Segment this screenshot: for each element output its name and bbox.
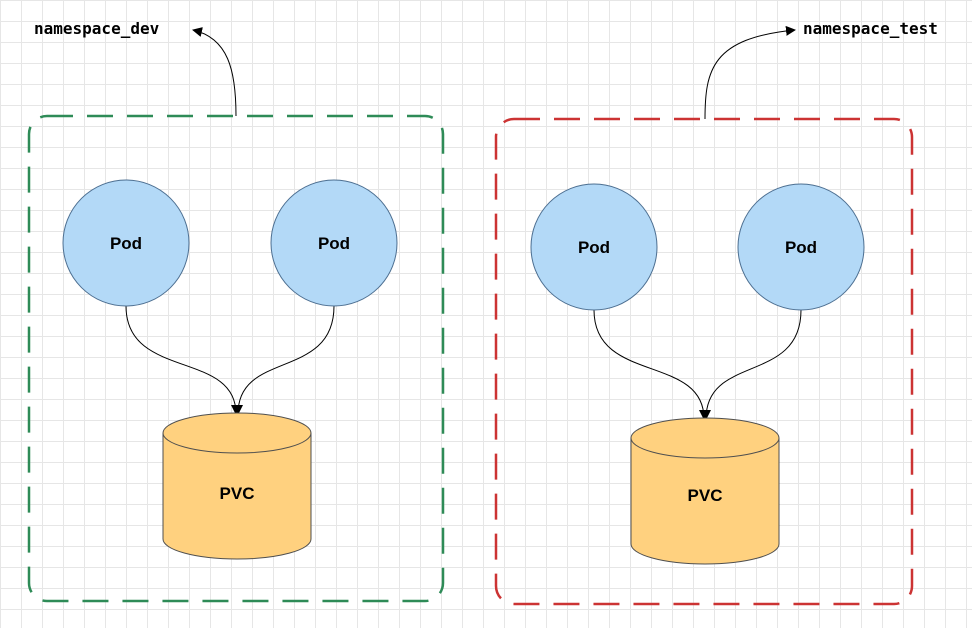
dev-pvc-cylinder[interactable] [162, 412, 312, 560]
test-pvc-label: PVC [688, 486, 723, 505]
dev-pod-1-to-pvc-edge[interactable] [125, 305, 241, 415]
test-pod-2-label: Pod [785, 238, 817, 257]
test-pvc-body[interactable] [630, 438, 780, 565]
dev-pod-2[interactable] [270, 179, 398, 307]
dev-pvc-body[interactable] [162, 433, 312, 560]
dev-pod-2-to-pvc-edge[interactable] [233, 305, 335, 415]
test-pod-1-label: Pod [578, 238, 610, 257]
dev-pod-1-label: Pod [110, 234, 142, 253]
dev-pod-2-label: Pod [318, 234, 350, 253]
dev-pod-1[interactable] [62, 179, 190, 307]
namespace-dev-label-connector[interactable] [192, 27, 237, 117]
namespace-dev-group[interactable]: namespace_dev Pod Pod PVC [27, 19, 445, 603]
test-pod-1-to-pvc-edge[interactable] [593, 309, 709, 420]
test-pod-2[interactable] [737, 183, 865, 311]
dev-pvc-label: PVC [220, 484, 255, 503]
test-pod-1[interactable] [530, 183, 658, 311]
test-pvc-cylinder[interactable] [630, 417, 780, 565]
test-pod-2-to-pvc-edge[interactable] [701, 309, 802, 420]
namespace-test-group[interactable]: namespace_test Pod Pod PVC [494, 19, 938, 606]
test-pvc-top[interactable] [630, 417, 780, 459]
namespace-test-label: namespace_test [803, 19, 938, 38]
namespace-dev-label: namespace_dev [34, 19, 160, 38]
dev-pvc-top[interactable] [162, 412, 312, 454]
namespace-test-label-connector[interactable] [704, 25, 796, 120]
